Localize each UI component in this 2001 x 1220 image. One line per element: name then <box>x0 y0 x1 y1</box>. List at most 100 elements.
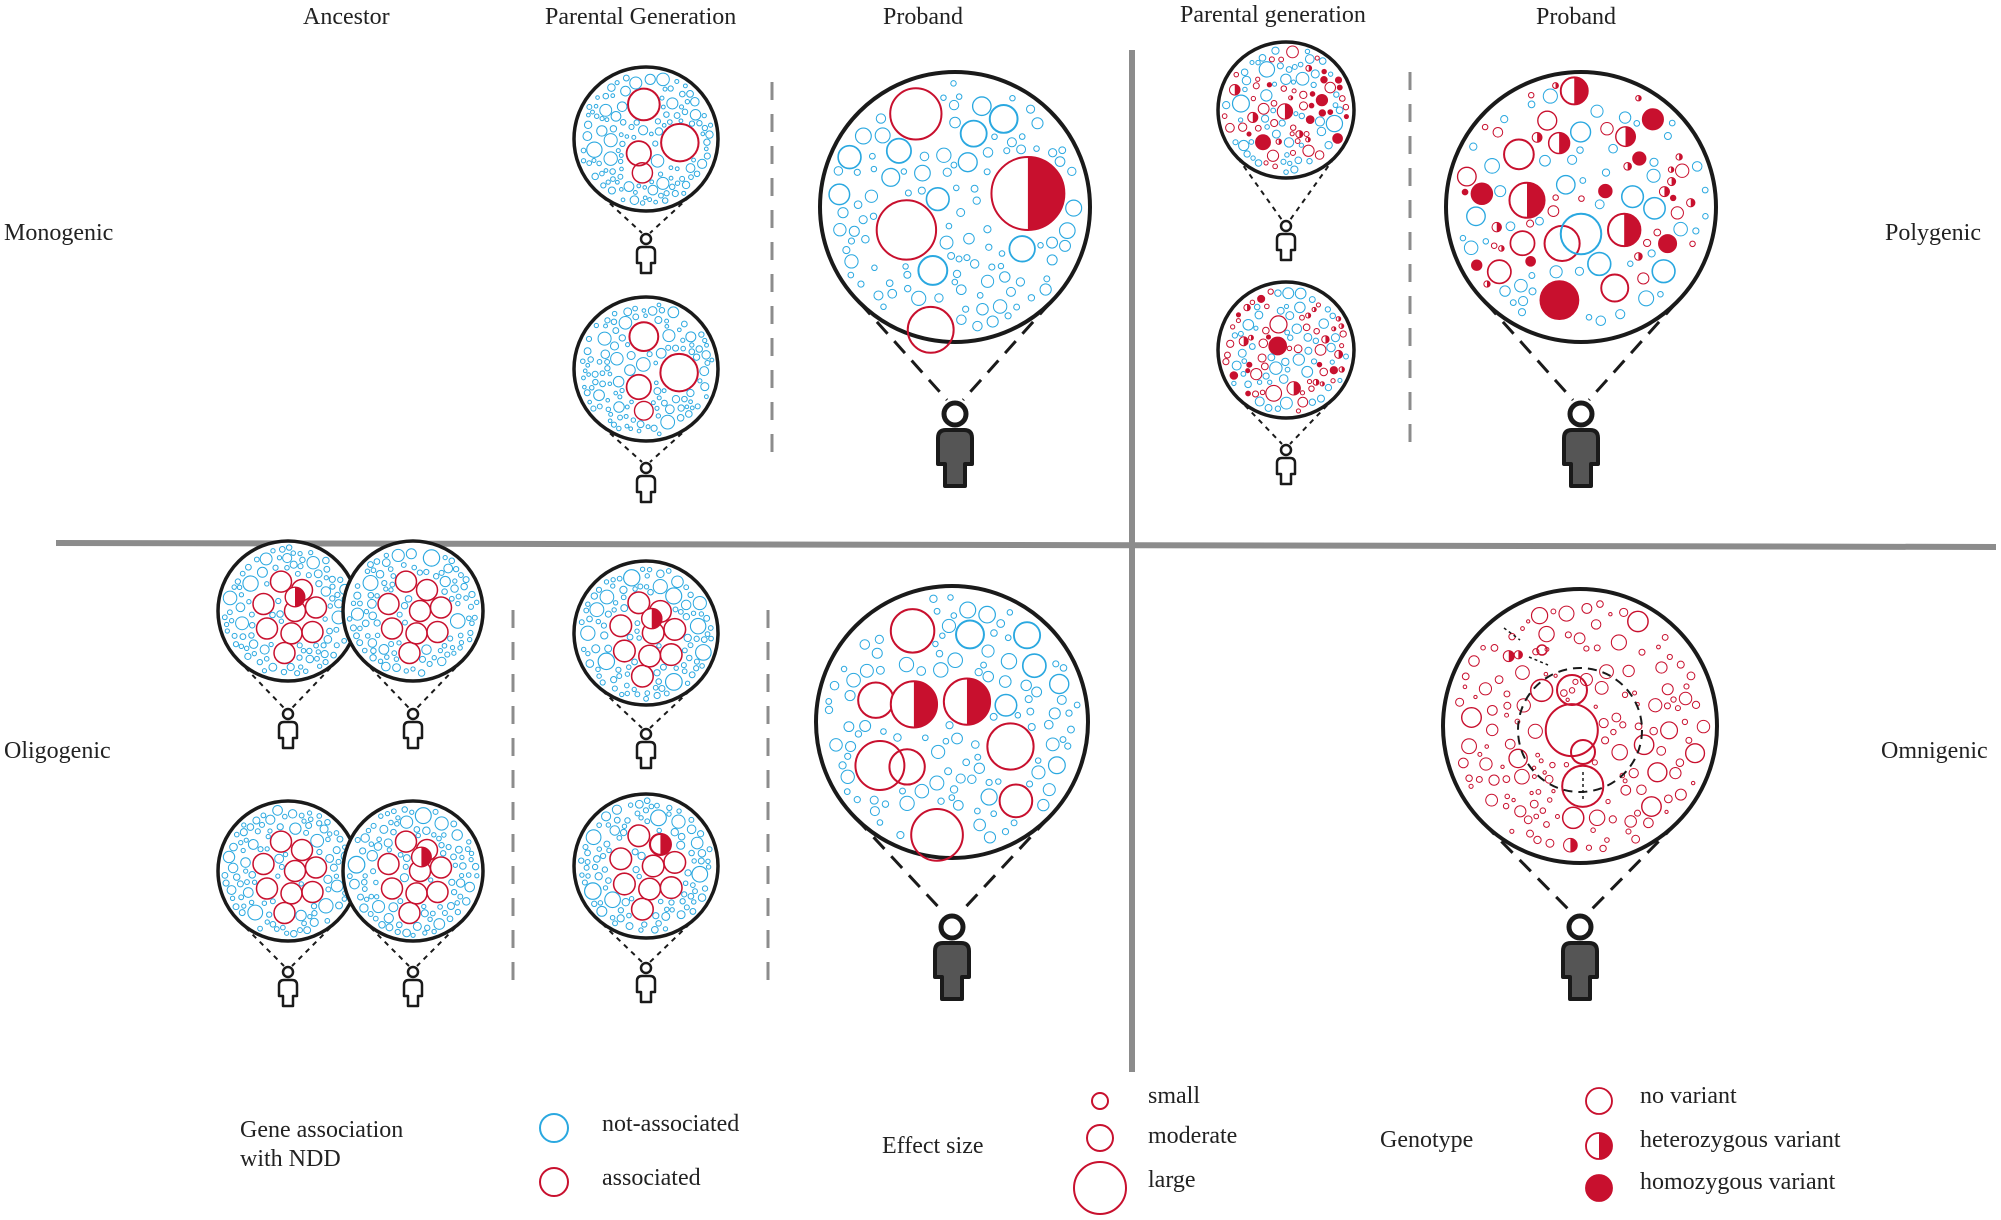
gene-associated <box>1314 150 1325 160</box>
gene-not-associated <box>626 664 632 670</box>
gene-not-associated <box>1026 104 1036 114</box>
gene-associated <box>1588 809 1606 827</box>
gene-not-associated <box>631 686 637 693</box>
gene-associated <box>304 596 328 619</box>
gene-not-associated <box>357 600 363 607</box>
gene-not-associated <box>1042 783 1056 797</box>
gene-not-associated <box>604 317 611 324</box>
gene-not-associated <box>388 902 399 913</box>
gene-not-associated <box>695 644 712 661</box>
gene-not-associated <box>591 172 599 181</box>
gene-not-associated <box>423 568 430 576</box>
gene-not-associated <box>683 904 690 911</box>
gene-not-associated <box>1253 325 1259 331</box>
gene-not-associated <box>357 625 363 632</box>
gene-not-associated <box>585 650 591 657</box>
gene-associated <box>1267 288 1274 295</box>
gene-not-associated <box>303 926 312 935</box>
gene-not-associated <box>694 403 701 410</box>
gene-associated <box>377 852 400 876</box>
gene-not-associated <box>654 316 663 325</box>
legend-moderate-label: moderate <box>1148 1123 1238 1149</box>
gene-associated <box>1302 144 1315 157</box>
gene-not-associated <box>690 97 700 107</box>
gene-associated <box>1561 764 1605 808</box>
gene-not-associated <box>621 823 628 829</box>
gene-not-associated <box>1024 695 1033 704</box>
gene-associated <box>1537 110 1558 131</box>
gene-not-associated <box>610 176 616 182</box>
gene-not-associated <box>610 110 622 122</box>
gene-associated <box>1465 774 1473 782</box>
gene-not-associated <box>619 140 626 148</box>
gene-not-associated <box>1255 59 1261 66</box>
gene-associated <box>659 876 683 900</box>
person-body <box>635 974 657 1004</box>
gene-not-associated <box>634 628 640 634</box>
gene-not-associated <box>411 564 418 571</box>
genome-bubble-outline <box>216 799 360 943</box>
label-polygenic: Polygenic <box>1885 220 1981 246</box>
gene-not-associated <box>917 186 926 195</box>
gene-not-associated <box>976 302 989 316</box>
gene-not-associated <box>976 292 984 299</box>
gene-not-associated <box>929 775 945 791</box>
gene-homozygous <box>1669 194 1677 202</box>
gene-not-associated <box>941 618 957 634</box>
gene-not-associated <box>654 118 662 125</box>
gene-not-associated <box>1065 709 1073 717</box>
gene-associated <box>1486 704 1498 716</box>
gene-not-associated <box>688 816 695 823</box>
gene-not-associated <box>952 799 964 811</box>
gene-not-associated <box>971 96 992 117</box>
gene-not-associated <box>308 550 314 556</box>
gene-not-associated <box>902 263 909 270</box>
gene-not-associated <box>656 643 662 649</box>
gene-not-associated <box>638 815 644 821</box>
gene-associated <box>1593 644 1601 652</box>
gene-not-associated <box>1673 221 1688 237</box>
gene-not-associated <box>299 556 306 564</box>
gene-associated <box>1485 793 1499 807</box>
gene-not-associated <box>289 560 298 569</box>
gene-not-associated <box>610 583 616 589</box>
gene-not-associated <box>972 320 983 332</box>
gene-not-associated <box>664 323 670 329</box>
gene-heterozygous-half <box>1527 182 1545 218</box>
gene-not-associated <box>584 849 591 857</box>
gene-associated <box>1636 784 1647 796</box>
gene-not-associated <box>1539 154 1551 167</box>
gene-not-associated <box>662 329 676 343</box>
gene-not-associated <box>455 600 461 607</box>
gene-not-associated <box>1643 196 1666 220</box>
gene-associated <box>1552 194 1559 201</box>
gene-not-associated <box>631 848 639 856</box>
gene-not-associated <box>999 271 1011 283</box>
gene-not-associated <box>691 858 697 864</box>
gene-not-associated <box>584 858 591 865</box>
gene-not-associated <box>704 631 711 638</box>
gene-not-associated <box>332 846 341 855</box>
gene-not-associated <box>600 349 611 360</box>
gene-associated <box>1563 761 1570 768</box>
oligogenic-ancestor-2-bubble <box>341 539 485 683</box>
gene-associated <box>998 783 1034 819</box>
gene-not-associated <box>609 914 616 921</box>
gene-heterozygous-half <box>1322 381 1325 386</box>
gene-not-associated <box>235 602 246 613</box>
gene-not-associated <box>363 896 370 902</box>
gene-associated <box>1238 122 1248 132</box>
gene-not-associated <box>274 853 285 864</box>
gene-not-associated <box>1020 679 1032 692</box>
gene-associated <box>1503 690 1511 698</box>
gene-not-associated <box>626 351 636 360</box>
gene-not-associated <box>1249 59 1255 66</box>
gene-not-associated <box>309 917 319 927</box>
gene-not-associated <box>467 629 474 636</box>
cone-line-left <box>1482 821 1574 915</box>
gene-not-associated <box>1657 290 1664 298</box>
gene-not-associated <box>596 359 603 365</box>
gene-associated <box>1647 762 1668 783</box>
monogenic-parent-1-bubble <box>572 65 720 213</box>
legend-moderate-symbol <box>1086 1124 1114 1152</box>
